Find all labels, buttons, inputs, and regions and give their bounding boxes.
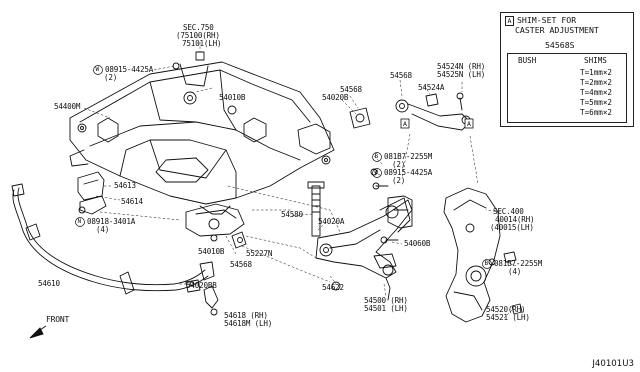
shim-item: T=4mm×2 [580, 88, 613, 97]
part-55227N: 55227N [246, 249, 273, 258]
front-arrow [29, 325, 47, 339]
inset-title-line2: CASTER ADJUSTMENT [515, 25, 599, 35]
prefix-circles [75, 65, 492, 269]
part-54521-lh: 54521 (LH) [486, 313, 530, 322]
part-54400M: 54400M [54, 102, 81, 111]
qty-label: (4) [96, 225, 110, 234]
part-54020A: 54020A [318, 217, 345, 226]
callout-markers [400, 118, 474, 129]
inset-parts-box: BUSH SHIMS T=1mm×2 T=2mm×2 T=4mm×2 T=5mm… [507, 53, 627, 123]
stabilizer-bar [11, 183, 215, 295]
inset-part-number: 54568S [545, 40, 575, 50]
front-subframe [69, 61, 335, 215]
link-bushing [331, 195, 413, 291]
shim-item: T=5mm×2 [580, 98, 613, 107]
qty-label: (2) [104, 73, 118, 82]
part-54580: 54580 [281, 210, 303, 219]
part-54618-rh: 54618 (RH) [224, 311, 268, 320]
subframe-mount [185, 203, 247, 249]
bolt-54580 [307, 181, 325, 237]
part-54500-rh: 54500 (RH) [364, 296, 408, 305]
bolt-prefix-b: B [374, 153, 379, 160]
upper-link-parts [349, 92, 471, 131]
part-54524N-rh: 54524N (RH) [437, 62, 486, 71]
catalog-id: J40101U3 [592, 359, 634, 369]
sec400-lh-label: (40015(LH) [490, 223, 534, 232]
part-08915-4425A-mid: 08915-4425A [384, 168, 433, 177]
fasteners [78, 51, 399, 287]
mount-bushing-54613 [77, 171, 107, 215]
callout-a-right: A [467, 120, 471, 128]
part-08918-3401A: 08918-3401A [87, 217, 136, 226]
callout-a-left: A [403, 120, 407, 128]
sec400-label: SEC.400 [493, 207, 524, 216]
shim-item: T=6mm×2 [580, 108, 613, 117]
shim-item: T=1mm×2 [580, 68, 613, 77]
steering-knuckle [443, 187, 523, 323]
part-54010B-lower: 54010B [198, 247, 225, 256]
washer-prefix-w: W [374, 169, 379, 176]
bush-label: BUSH [518, 56, 537, 65]
part-54568-upper: 54568 [390, 71, 412, 80]
part-54010B-upper: 54010B [219, 93, 246, 102]
part-54568-upper-left: 54568 [340, 85, 362, 94]
qty-label: (4) [508, 267, 522, 276]
part-54618M-lh: 54618M (LH) [224, 319, 273, 328]
leader-lines [83, 42, 517, 319]
part-54501-lh: 54501 (LH) [364, 304, 408, 313]
part-54020BB: 54020BB [186, 281, 217, 290]
part-54613: 54613 [114, 181, 136, 190]
sec750-rh-label: (75100(RH) [176, 31, 220, 40]
nut-prefix-n: N [77, 218, 82, 225]
qty-label: (2) [392, 160, 406, 169]
part-54060B: 54060B [404, 239, 431, 248]
sec750-label: SEC.750 [183, 23, 214, 32]
part-54020B: 54020B [322, 93, 349, 102]
stabilizer-link [185, 279, 219, 316]
sec400-rh-label: 40014(RH) [495, 215, 535, 224]
part-54525N-lh: 54525N (LH) [437, 70, 486, 79]
part-54520-rh: 54520(RH) [486, 305, 526, 314]
part-54568-lower: 54568 [230, 260, 252, 269]
part-54614: 54614 [121, 197, 143, 206]
qty-label: (2) [392, 176, 406, 185]
part-54524A: 54524A [418, 83, 445, 92]
front-label: FRONT [46, 315, 70, 324]
shim-item: T=2mm×2 [580, 78, 613, 87]
part-54610: 54610 [38, 279, 60, 288]
inset-marker-a: A [505, 16, 514, 26]
part-081B7-2255M-right: 081B7-2255M [494, 259, 543, 268]
washer-prefix-w: W [95, 66, 100, 73]
part-54622: 54622 [322, 283, 344, 292]
part-081B7-2255M-mid: 081B7-2255M [384, 152, 433, 161]
bolt-prefix-b: B [484, 260, 489, 267]
part-08915-4425A-top: 08915-4425A [105, 65, 154, 74]
sec750-lh-label: 75101(LH) [182, 39, 222, 48]
shims-label: SHIMS [584, 56, 607, 65]
